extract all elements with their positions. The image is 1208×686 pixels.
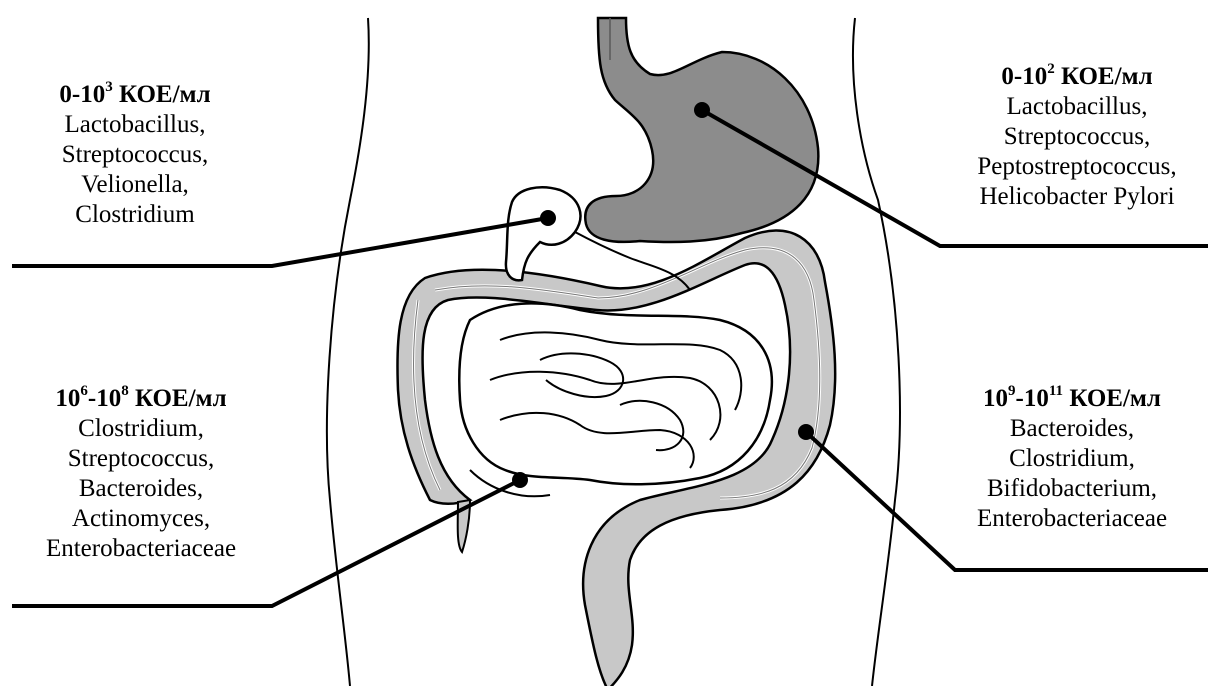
marker-dot-colon <box>798 424 814 440</box>
marker-dot-stomach <box>694 102 710 118</box>
label-ileum-item: Streptococcus, <box>6 444 276 474</box>
label-duodenum-item: Lactobacillus, <box>20 110 250 140</box>
label-stomach-item: Helicobacter Pylori <box>948 182 1206 212</box>
label-duodenum-item: Velionella, <box>20 170 250 200</box>
label-stomach-title: 0-102 КОЕ/мл <box>948 62 1206 92</box>
label-stomach: 0-102 КОЕ/мл Lactobacillus, Streptococcu… <box>948 62 1206 212</box>
label-stomach-item: Lactobacillus, <box>948 92 1206 122</box>
label-colon-item: Clostridium, <box>946 444 1198 474</box>
label-stomach-item: Peptostreptococcus, <box>948 152 1206 182</box>
label-ileum-item: Enterobacteriaceae <box>6 534 276 564</box>
label-colon-item: Bacteroides, <box>946 414 1198 444</box>
stomach <box>585 18 818 242</box>
label-duodenum-item: Streptococcus, <box>20 140 250 170</box>
marker-dot-ileum <box>512 472 528 488</box>
label-stomach-item: Streptococcus, <box>948 122 1206 152</box>
label-ileum-item: Actinomyces, <box>6 504 276 534</box>
label-ileum-item: Clostridium, <box>6 414 276 444</box>
label-colon-item: Enterobacteriaceae <box>946 504 1198 534</box>
label-duodenum-item: Clostridium <box>20 200 250 230</box>
label-colon-title: 109-1011 КОЕ/мл <box>946 384 1198 414</box>
label-duodenum: 0-103 КОЕ/мл Lactobacillus, Streptococcu… <box>20 80 250 230</box>
marker-dot-duodenum <box>540 210 556 226</box>
label-colon: 109-1011 КОЕ/мл Bacteroides, Clostridium… <box>946 384 1198 534</box>
left-body-contour <box>327 18 369 686</box>
label-duodenum-title: 0-103 КОЕ/мл <box>20 80 250 110</box>
label-ileum-title: 106-108 КОЕ/мл <box>6 384 276 414</box>
right-body-contour <box>853 18 900 686</box>
label-ileum-item: Bacteroides, <box>6 474 276 504</box>
label-colon-item: Bifidobacterium, <box>946 474 1198 504</box>
label-ileum: 106-108 КОЕ/мл Clostridium, Streptococcu… <box>6 384 276 564</box>
